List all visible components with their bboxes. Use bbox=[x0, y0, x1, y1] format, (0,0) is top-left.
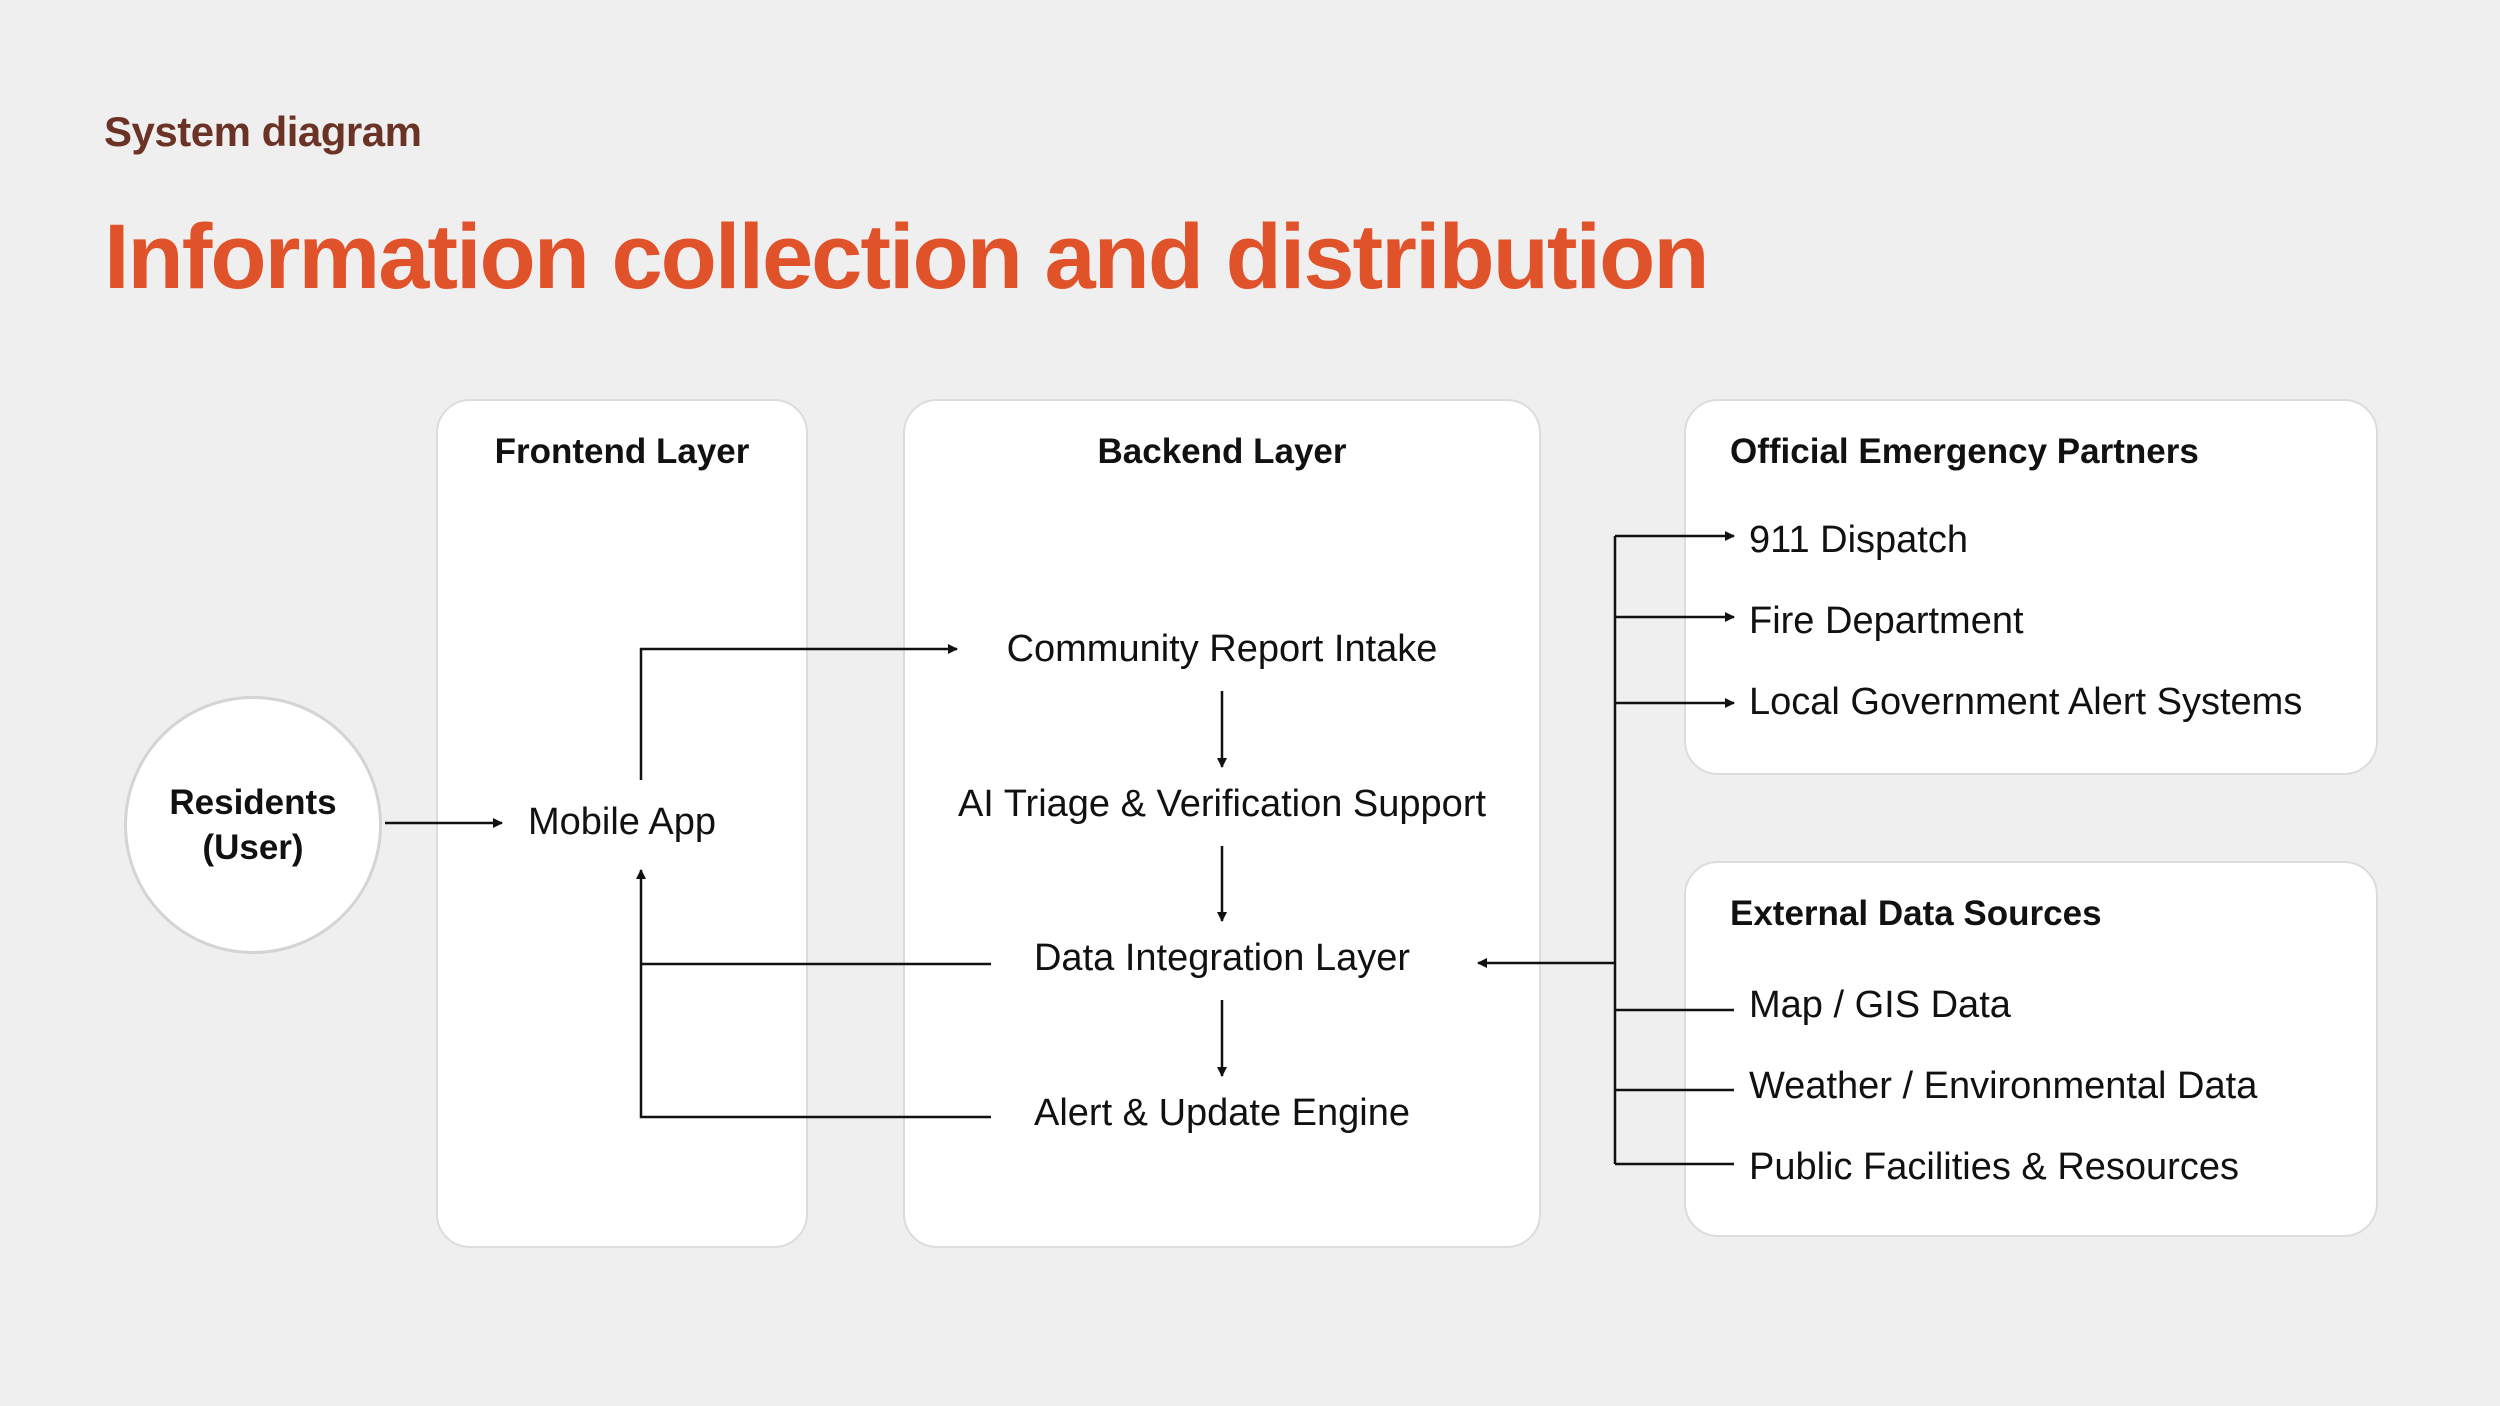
backend-layer-panel: Backend Layer bbox=[903, 399, 1541, 1248]
ai-triage-node: AI Triage & Verification Support bbox=[957, 783, 1487, 825]
page-title: Information collection and distribution bbox=[104, 206, 1710, 308]
eyebrow-label: System diagram bbox=[104, 108, 422, 155]
emergency-partners-title: Official Emergency Partners bbox=[1730, 432, 2199, 471]
partner-item-911-dispatch: 911 Dispatch bbox=[1749, 519, 1968, 561]
external-data-sources-title: External Data Sources bbox=[1730, 894, 2102, 933]
external-data-sources-panel: External Data Sources bbox=[1684, 861, 2378, 1237]
community-report-intake-node: Community Report Intake bbox=[1006, 628, 1438, 670]
source-item-map-gis: Map / GIS Data bbox=[1749, 984, 2011, 1026]
emergency-partners-panel: Official Emergency Partners bbox=[1684, 399, 2378, 775]
residents-label: Residents bbox=[169, 782, 337, 822]
backend-layer-title: Backend Layer bbox=[1097, 432, 1347, 471]
residents-user-node: Residents (User) bbox=[124, 696, 382, 954]
mobile-app-node: Mobile App bbox=[527, 801, 717, 843]
source-item-public-facilities: Public Facilities & Resources bbox=[1749, 1146, 2239, 1188]
alert-update-engine-node: Alert & Update Engine bbox=[1033, 1092, 1411, 1134]
frontend-layer-title: Frontend Layer bbox=[494, 432, 750, 471]
user-label: (User) bbox=[202, 828, 304, 867]
data-integration-layer-node: Data Integration Layer bbox=[1033, 937, 1411, 979]
source-item-weather-environmental: Weather / Environmental Data bbox=[1749, 1065, 2258, 1107]
partner-item-local-government-alerts: Local Government Alert Systems bbox=[1749, 681, 2303, 723]
partner-item-fire-department: Fire Department bbox=[1749, 600, 2024, 642]
